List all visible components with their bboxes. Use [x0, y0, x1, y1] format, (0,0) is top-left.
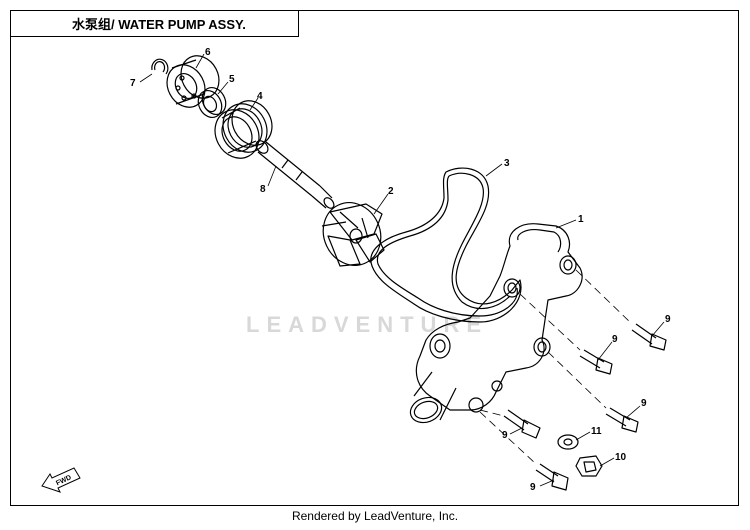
drawing-frame: [10, 10, 739, 506]
callout-labels: 1 2 3 4 5 6 7 8 9 9 9 9 9 10 11: [130, 47, 671, 493]
part-seal-ring[interactable]: [194, 83, 231, 121]
part-water-pump-housing[interactable]: [407, 223, 583, 427]
part-mechanical-seal[interactable]: [207, 94, 280, 166]
page-title: 水泵组/ WATER PUMP ASSY.: [72, 16, 246, 32]
part-bolt[interactable]: [535, 463, 569, 491]
part-bolt[interactable]: [605, 407, 639, 433]
callout-1: 1: [578, 214, 584, 225]
part-gasket[interactable]: [370, 167, 522, 323]
callout-4: 4: [257, 91, 263, 102]
part-bolt[interactable]: [631, 323, 667, 351]
part-washer[interactable]: [557, 434, 579, 450]
callout-5: 5: [229, 74, 235, 85]
callout-9b: 9: [612, 334, 618, 345]
callout-8: 8: [260, 184, 266, 195]
part-bolt[interactable]: [503, 409, 541, 439]
callout-7: 7: [130, 78, 136, 89]
footer-credit: Rendered by LeadVenture, Inc.: [291, 509, 459, 523]
callout-3: 3: [504, 158, 510, 169]
callout-9c: 9: [641, 398, 647, 409]
part-circlip[interactable]: [151, 58, 169, 75]
callout-11: 11: [591, 426, 602, 437]
callout-9d: 9: [502, 430, 508, 441]
part-pump-shaft[interactable]: [254, 138, 336, 210]
callout-9a: 9: [665, 314, 671, 325]
part-nut[interactable]: [575, 455, 603, 477]
part-bolt[interactable]: [579, 349, 613, 375]
callout-10: 10: [615, 452, 627, 463]
title-box: 水泵组/ WATER PUMP ASSY.: [10, 10, 299, 37]
part-impeller[interactable]: [313, 193, 391, 275]
fwd-arrow-icon: FWD: [41, 467, 81, 493]
callout-9e: 9: [530, 482, 536, 493]
callout-2: 2: [388, 186, 394, 197]
callout-6: 6: [205, 47, 211, 58]
